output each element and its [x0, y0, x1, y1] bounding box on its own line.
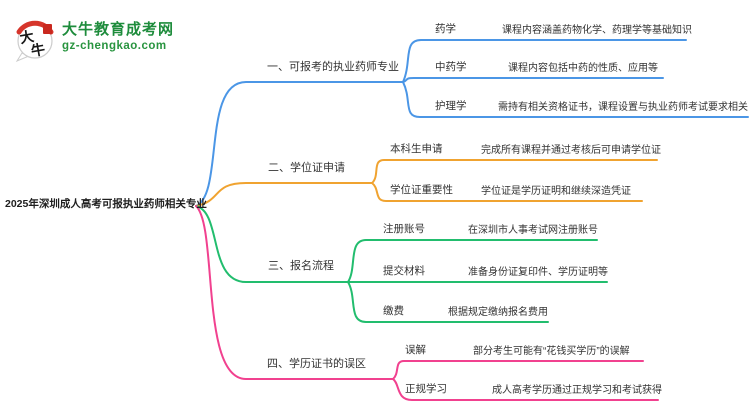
branch-4-child-1-line	[392, 360, 644, 380]
branch-2-child-1-desc[interactable]: 完成所有课程并通过考核后可申请学位证	[481, 145, 661, 156]
branch-4-child-2-label[interactable]: 正规学习	[405, 383, 447, 395]
branch-4-child-1-desc[interactable]: 部分考生可能有“花钱买学历”的误解	[473, 346, 630, 357]
branch-2-child-2-desc[interactable]: 学位证是学历证明和继续深造凭证	[481, 186, 631, 197]
branch-3-label[interactable]: 三、报名流程	[268, 260, 334, 272]
logo-char-niu: 牛	[30, 41, 47, 59]
logo-texts: 大牛教育成考网 gz-chengkao.com	[62, 14, 174, 53]
branch-1-child-2-label[interactable]: 中药学	[435, 61, 467, 73]
logo-char-da: 大	[19, 28, 36, 46]
branch-1-trunk-line	[195, 81, 404, 207]
branch-3-child-1-line	[347, 239, 598, 283]
branch-1-child-3-label[interactable]: 护理学	[435, 100, 467, 112]
branch-3-child-1-label[interactable]: 注册账号	[383, 223, 425, 235]
branch-1-child-1-line	[402, 39, 687, 83]
branch-2-child-2-line	[371, 182, 643, 202]
branch-3-child-1-desc[interactable]: 在深圳市人事考试网注册账号	[468, 225, 598, 236]
branch-2-child-2-label[interactable]: 学位证重要性	[390, 184, 453, 196]
branch-4-child-2-desc[interactable]: 成人高考学历通过正规学习和考试获得	[492, 385, 662, 396]
branch-1-child-3-line	[402, 81, 749, 118]
branch-2-child-1-label[interactable]: 本科生申请	[390, 143, 443, 155]
branch-1-label[interactable]: 一、可报考的执业药师专业	[267, 61, 399, 73]
branch-4-trunk-line	[195, 205, 394, 380]
branch-2-trunk-line	[195, 182, 373, 207]
site-logo: 大 牛 大牛教育成考网 gz-chengkao.com	[12, 14, 174, 62]
logo-domain: gz-chengkao.com	[62, 39, 167, 52]
branch-1-child-1-desc[interactable]: 课程内容涵盖药物化学、药理学等基础知识	[502, 25, 692, 36]
branch-3-child-3-label[interactable]: 缴费	[383, 305, 404, 317]
branch-3-child-3-desc[interactable]: 根据规定缴纳报名费用	[448, 307, 548, 318]
daniu-logo-icon: 大 牛	[15, 20, 54, 62]
branch-2-child-1-line	[371, 159, 658, 184]
branch-4-child-1-label[interactable]: 误解	[405, 344, 426, 356]
branch-1-child-1-label[interactable]: 药学	[435, 23, 456, 35]
branch-3-trunk-line	[195, 205, 349, 283]
branch-1-child-2-desc[interactable]: 课程内容包括中药的性质、应用等	[508, 63, 658, 74]
branch-3-child-3-line	[347, 281, 549, 323]
logo-red-seal	[43, 24, 52, 34]
branch-4-label[interactable]: 四、学历证书的误区	[267, 358, 366, 370]
branch-4-child-2-line	[392, 378, 659, 401]
logo-title: 大牛教育成考网	[62, 21, 175, 38]
branch-3-child-2-label[interactable]: 提交材料	[383, 265, 425, 277]
branch-3-child-2-desc[interactable]: 准备身份证复印件、学历证明等	[468, 267, 608, 278]
branch-1-child-3-desc[interactable]: 需持有相关资格证书，课程设置与执业药师考试要求相关	[498, 102, 748, 113]
root-topic[interactable]: 2025年深圳成人高考可报执业药师相关专业	[5, 198, 207, 210]
branch-2-label[interactable]: 二、学位证申请	[268, 162, 345, 174]
branch-1-child-2-line	[402, 77, 664, 83]
